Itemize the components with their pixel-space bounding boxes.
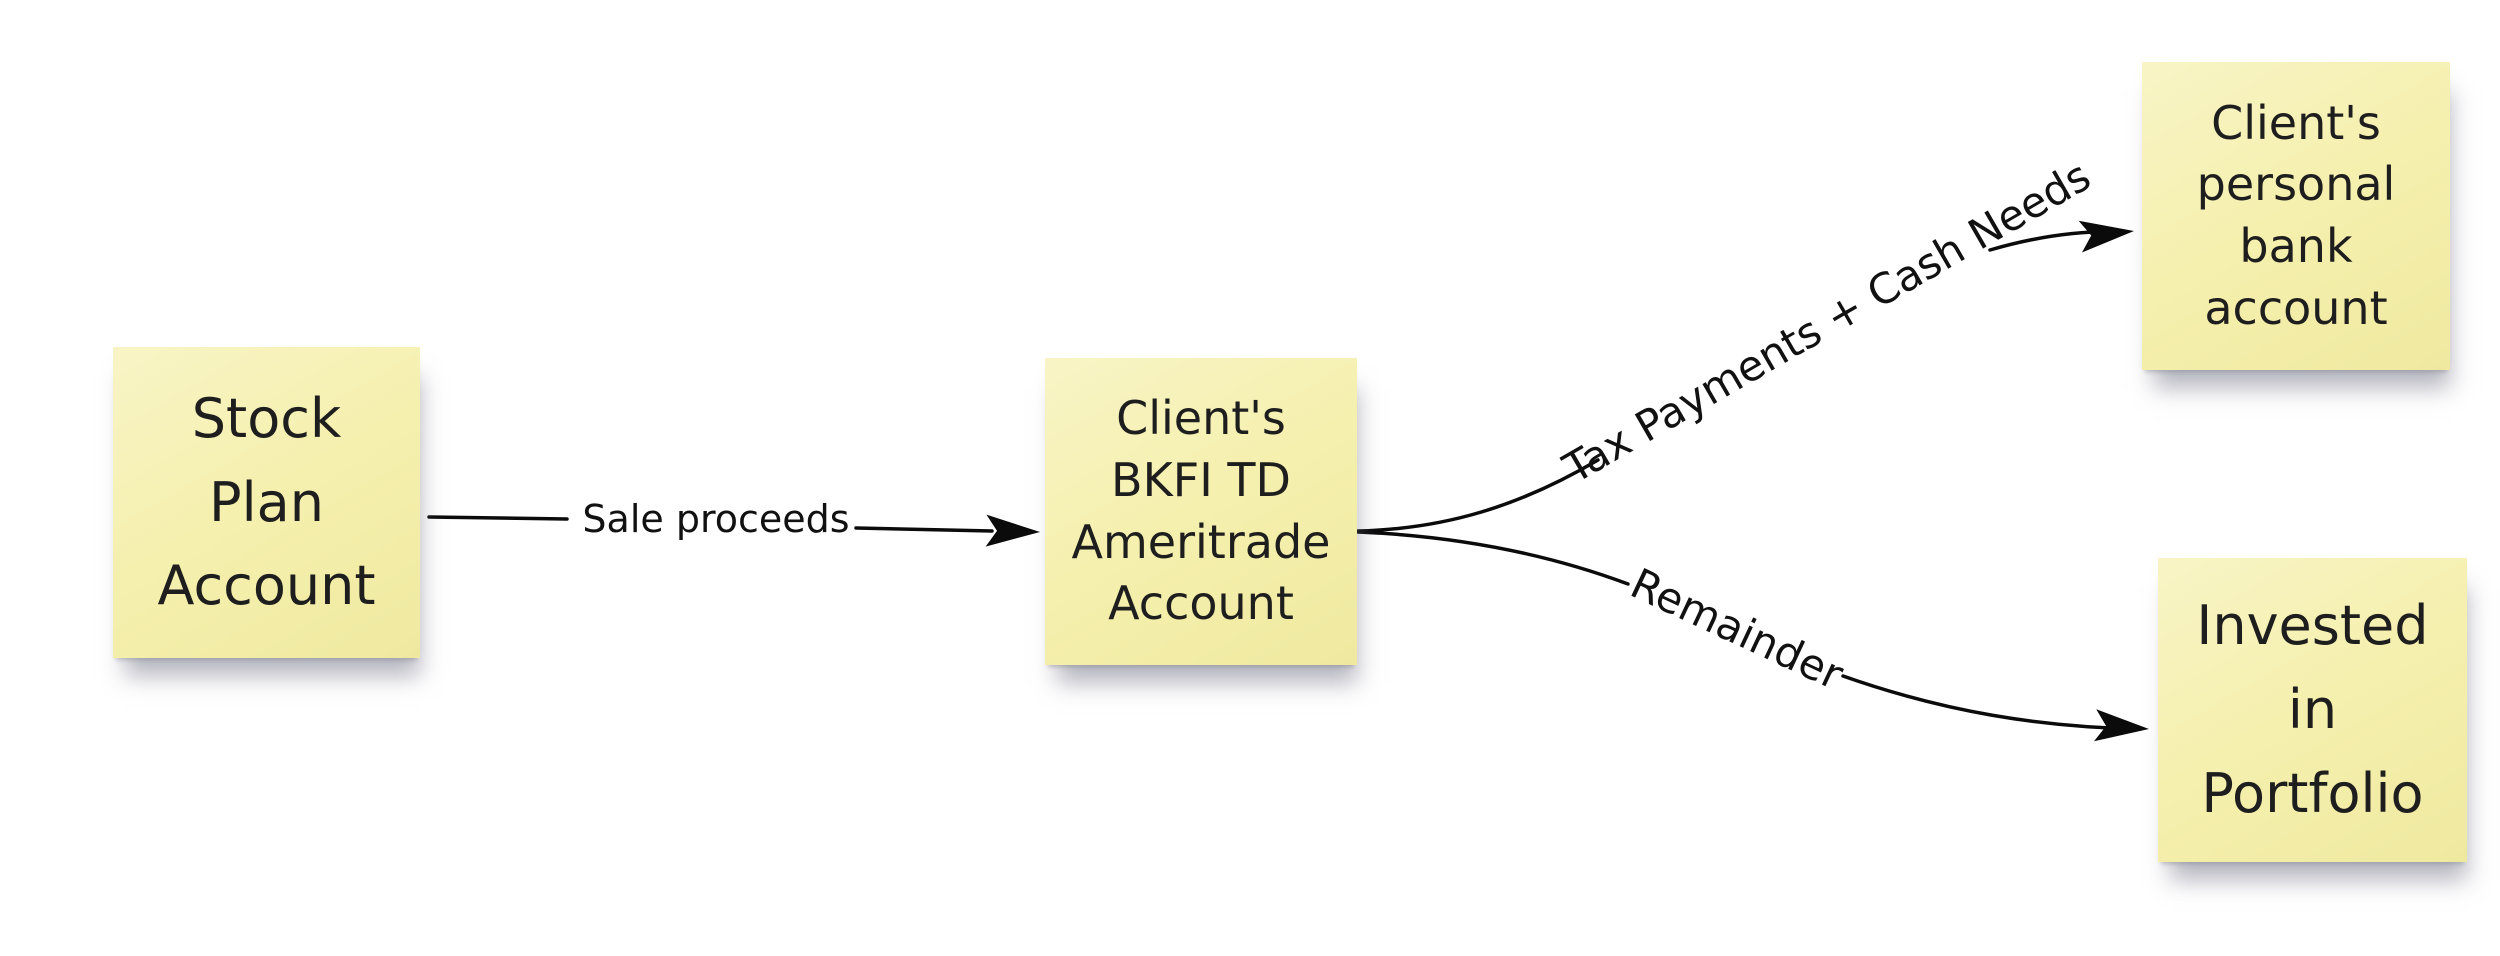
note-personal-bank-account-label: Client's personal bank account [2196, 95, 2396, 335]
note-invested-in-portfolio-label: Invested in Portfolio [2196, 594, 2429, 825]
arrow-tax-payments-cash-needs [1356, 220, 2134, 533]
arrow-segment [427, 515, 569, 521]
arrow-segment [1356, 458, 1600, 533]
note-bkfi-td-ameritrade-account[interactable]: Client's BKFI TD Ameritrade Account [1045, 358, 1357, 665]
note-personal-bank-account[interactable]: Client's personal bank account [2142, 62, 2450, 370]
note-bkfi-td-ameritrade-account-label: Client's BKFI TD Ameritrade Account [1071, 391, 1331, 631]
arrow-segment [854, 526, 994, 533]
arrowhead-icon [2094, 709, 2149, 742]
arrow-segment [1356, 530, 1630, 586]
edge-label-sale-proceeds: Sale proceeds [582, 497, 850, 541]
note-stock-plan-account[interactable]: Stock Plan Account [113, 347, 420, 658]
arrowhead-icon [2078, 220, 2134, 253]
arrowhead-icon [985, 514, 1040, 547]
note-stock-plan-account-label: Stock Plan Account [157, 386, 376, 618]
arrow-remainder [1356, 530, 2149, 742]
arrow-sale-proceeds [427, 514, 1040, 547]
arrow-segment [1841, 674, 2142, 731]
note-invested-in-portfolio[interactable]: Invested in Portfolio [2158, 558, 2467, 862]
